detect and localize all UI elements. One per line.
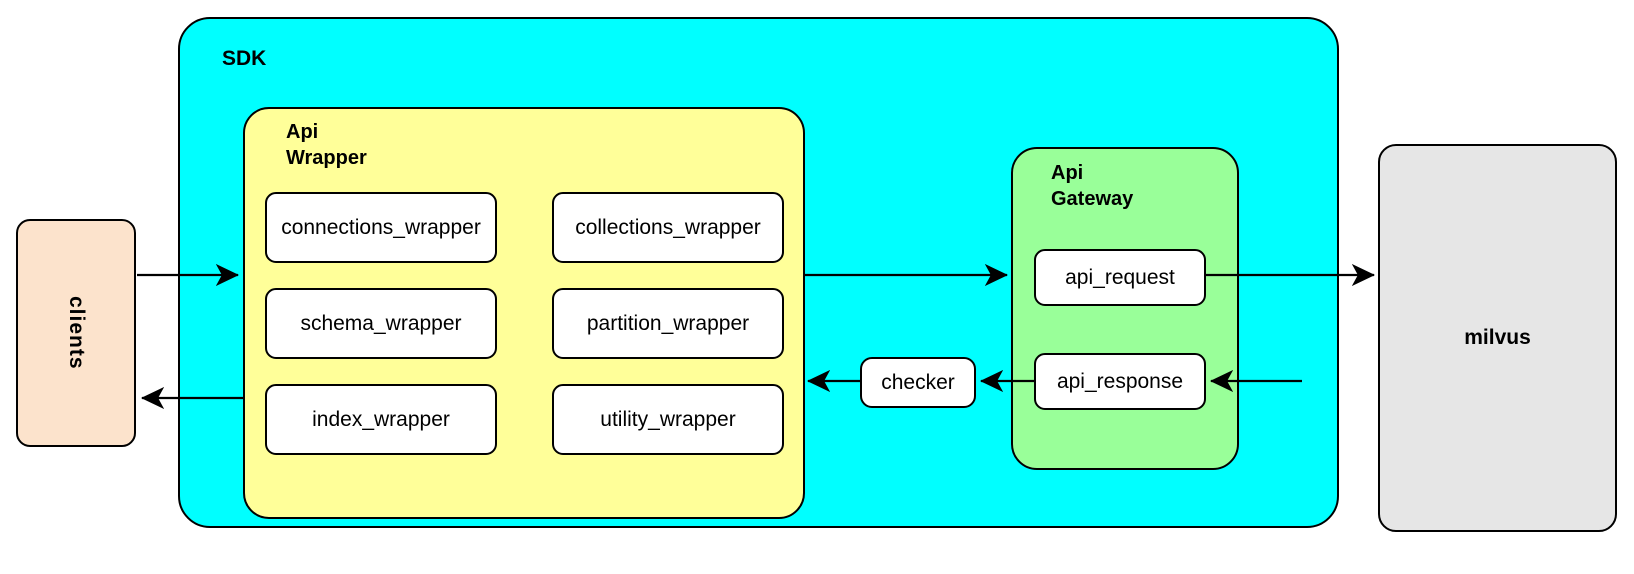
node-api-request[interactable]: api_request [1034,249,1206,306]
node-partition-wrapper-label: partition_wrapper [586,311,750,335]
node-milvus-label: milvus [1464,326,1531,349]
node-utility-wrapper[interactable]: utility_wrapper [552,384,784,455]
node-collections-wrapper-label: collections_wrapper [575,215,761,239]
node-schema-wrapper[interactable]: schema_wrapper [265,288,497,359]
api-gateway-label-line1: Api [1051,162,1084,184]
node-clients[interactable]: clients [16,219,136,447]
node-collections-wrapper[interactable]: collections_wrapper [552,192,784,263]
node-index-wrapper-label: index_wrapper [312,407,450,431]
node-index-wrapper[interactable]: index_wrapper [265,384,497,455]
node-connections-wrapper-label: connections_wrapper [281,215,481,239]
api-gateway-container: Api Gateway [1011,147,1239,470]
node-connections-wrapper[interactable]: connections_wrapper [265,192,497,263]
node-api-response-label: api_response [1056,369,1184,393]
api-gateway-label-line2: Gateway [1051,188,1134,210]
api-wrapper-label: Api Wrapper [286,119,436,171]
node-clients-label: clients [65,296,88,370]
sdk-label: SDK [222,47,267,70]
node-api-request-label: api_request [1065,265,1175,289]
node-checker-label: checker [881,370,955,394]
api-wrapper-label-line2: Wrapper [286,147,367,169]
node-checker[interactable]: checker [860,357,976,408]
node-utility-wrapper-label: utility_wrapper [600,407,736,431]
api-gateway-label: Api Gateway [1051,160,1191,212]
node-milvus[interactable]: milvus [1378,144,1617,532]
node-schema-wrapper-label: schema_wrapper [300,311,462,335]
api-wrapper-label-line1: Api [286,121,319,143]
node-api-response[interactable]: api_response [1034,353,1206,410]
node-partition-wrapper[interactable]: partition_wrapper [552,288,784,359]
